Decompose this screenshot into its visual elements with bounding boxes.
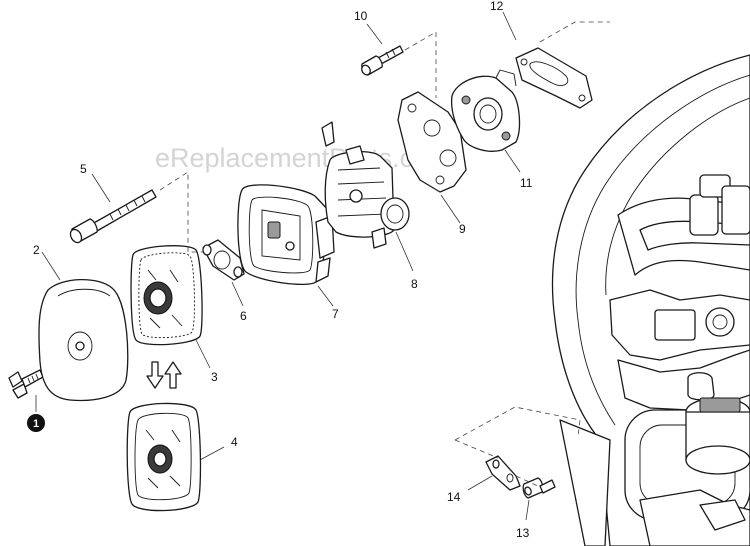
assembly-line-5	[159, 171, 205, 253]
callout-5[interactable]: 5	[80, 162, 87, 176]
leader-11	[504, 149, 521, 173]
callout-14[interactable]: 14	[447, 490, 461, 504]
leader-3	[195, 339, 211, 369]
leader-6	[231, 281, 244, 307]
part-air-filter-cover	[38, 278, 129, 402]
part-short-bolt	[361, 45, 404, 76]
leader-14	[467, 475, 493, 491]
callout-4[interactable]: 4	[231, 435, 238, 449]
callout-7[interactable]: 7	[332, 307, 339, 321]
assembly-line-14	[454, 439, 499, 459]
callout-2[interactable]: 2	[33, 243, 40, 257]
leader-9	[440, 194, 461, 224]
leader-4	[199, 446, 225, 461]
part-air-filter-element	[130, 245, 203, 346]
callout-8[interactable]: 8	[411, 277, 418, 291]
part-pre-filter	[126, 402, 202, 512]
watermark-text: eReplacementParts.com	[155, 143, 451, 173]
leader-12	[502, 11, 517, 41]
callout-11[interactable]: 11	[520, 176, 533, 190]
leader-8	[395, 231, 414, 272]
part-intake-flange	[450, 69, 521, 152]
assembly-line-13-14	[454, 406, 581, 441]
leader-10	[366, 23, 383, 45]
assembly-line-10	[404, 31, 437, 98]
leader-7	[317, 285, 334, 307]
part-gasket-plate	[202, 239, 245, 281]
assembly-line-12	[539, 21, 610, 43]
assembly-line-13	[515, 475, 539, 487]
up-down-arrow-icon	[146, 361, 182, 389]
engine-housing	[551, 54, 750, 546]
callout-6[interactable]: 6	[240, 309, 247, 323]
part-long-bolt	[69, 189, 157, 244]
callout-9[interactable]: 9	[459, 222, 466, 236]
part-small-screw	[522, 477, 556, 499]
leader-13	[525, 499, 530, 521]
callout-1-badge[interactable]	[27, 414, 45, 432]
part-clamp-bracket	[485, 455, 521, 491]
callout-13[interactable]: 13	[516, 526, 530, 540]
part-gasket	[515, 47, 593, 109]
part-carb-gasket	[397, 91, 467, 193]
part-carburetor	[321, 121, 410, 249]
callout-12[interactable]: 12	[490, 0, 504, 13]
part-filter-housing	[237, 184, 335, 285]
callout-10[interactable]: 10	[354, 9, 368, 23]
part-wing-screw	[8, 369, 44, 399]
leader-5	[91, 173, 111, 203]
callout-1-label: 1	[33, 418, 39, 430]
callout-3[interactable]: 3	[211, 370, 218, 384]
leader-2	[41, 251, 61, 281]
